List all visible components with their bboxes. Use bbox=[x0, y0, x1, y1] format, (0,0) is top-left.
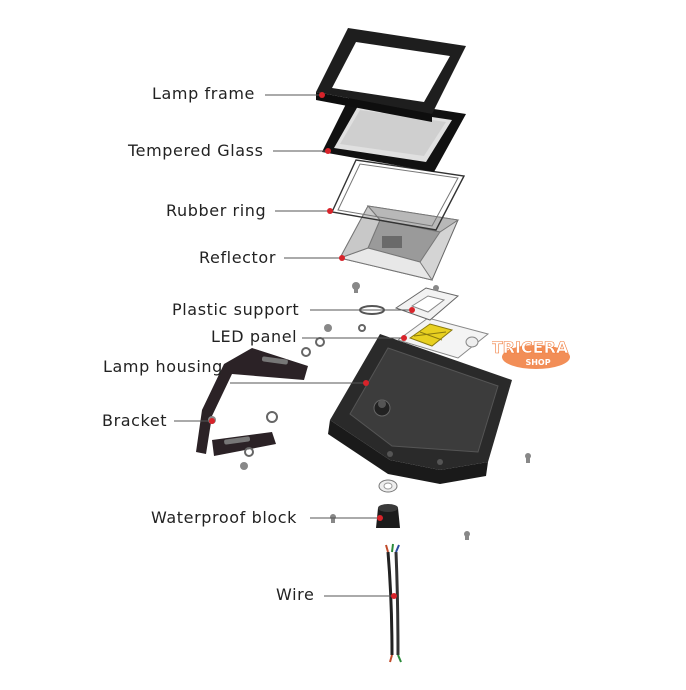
lamp-housing-drawing bbox=[328, 334, 512, 484]
label-led-panel: LED panel bbox=[211, 327, 298, 346]
wire-drawing bbox=[385, 543, 402, 663]
lamp-frame-drawing bbox=[316, 28, 466, 122]
bracket-drawing bbox=[196, 324, 332, 470]
rubber-ring-drawing bbox=[330, 159, 466, 231]
label-bracket: Bracket bbox=[102, 411, 168, 430]
label-plastic-support: Plastic support bbox=[172, 300, 300, 319]
waterproof-block-drawing bbox=[330, 453, 531, 540]
leader-lines bbox=[174, 94, 412, 597]
marker-dots bbox=[209, 92, 415, 599]
label-waterproof-block: Waterproof block bbox=[151, 508, 298, 527]
led-panel-drawing bbox=[396, 317, 490, 359]
label-rubber-ring: Rubber ring bbox=[166, 201, 267, 220]
logo-line2: SHOP bbox=[525, 358, 550, 367]
tricera-shop-logo: TRICERA SHOP bbox=[492, 338, 570, 369]
label-reflector: Reflector bbox=[199, 248, 277, 267]
label-tempered-glass: Tempered Glass bbox=[128, 141, 264, 160]
logo-line1: TRICERA bbox=[492, 338, 569, 357]
label-wire: Wire bbox=[276, 585, 315, 604]
label-lamp-housing: Lamp housing bbox=[103, 357, 223, 376]
reflector-drawing bbox=[338, 205, 460, 281]
label-lamp-frame: Lamp frame bbox=[152, 84, 255, 103]
